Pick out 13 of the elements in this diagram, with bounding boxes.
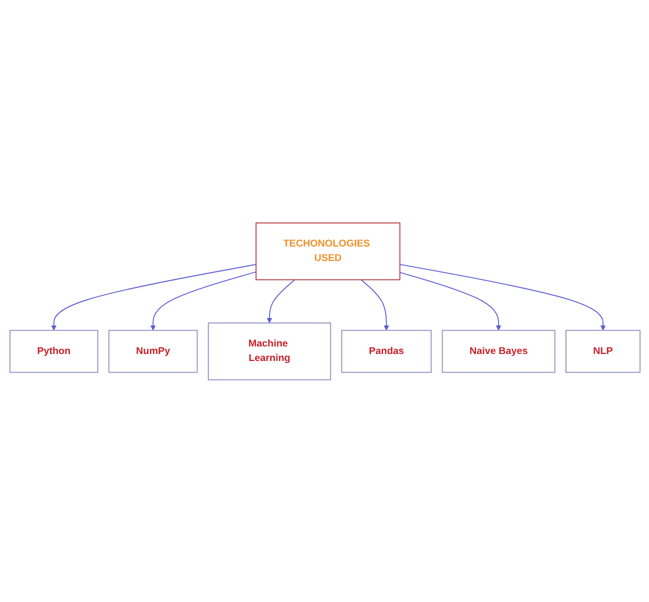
arrow <box>150 271 256 330</box>
node-box: Machine Learning <box>207 322 331 380</box>
node-box: NumPy <box>108 330 198 372</box>
node-box: Pandas <box>340 330 432 372</box>
node-box: NLP <box>565 330 640 372</box>
node-box: Python <box>8 330 98 372</box>
arrow <box>360 278 389 330</box>
node-box: TECHONOLOGIES USED <box>255 222 400 280</box>
arrow <box>398 264 606 330</box>
node-box: Naive Bayes <box>441 330 555 372</box>
arrow <box>266 278 295 323</box>
arrow <box>398 272 501 330</box>
arrow <box>50 264 256 330</box>
